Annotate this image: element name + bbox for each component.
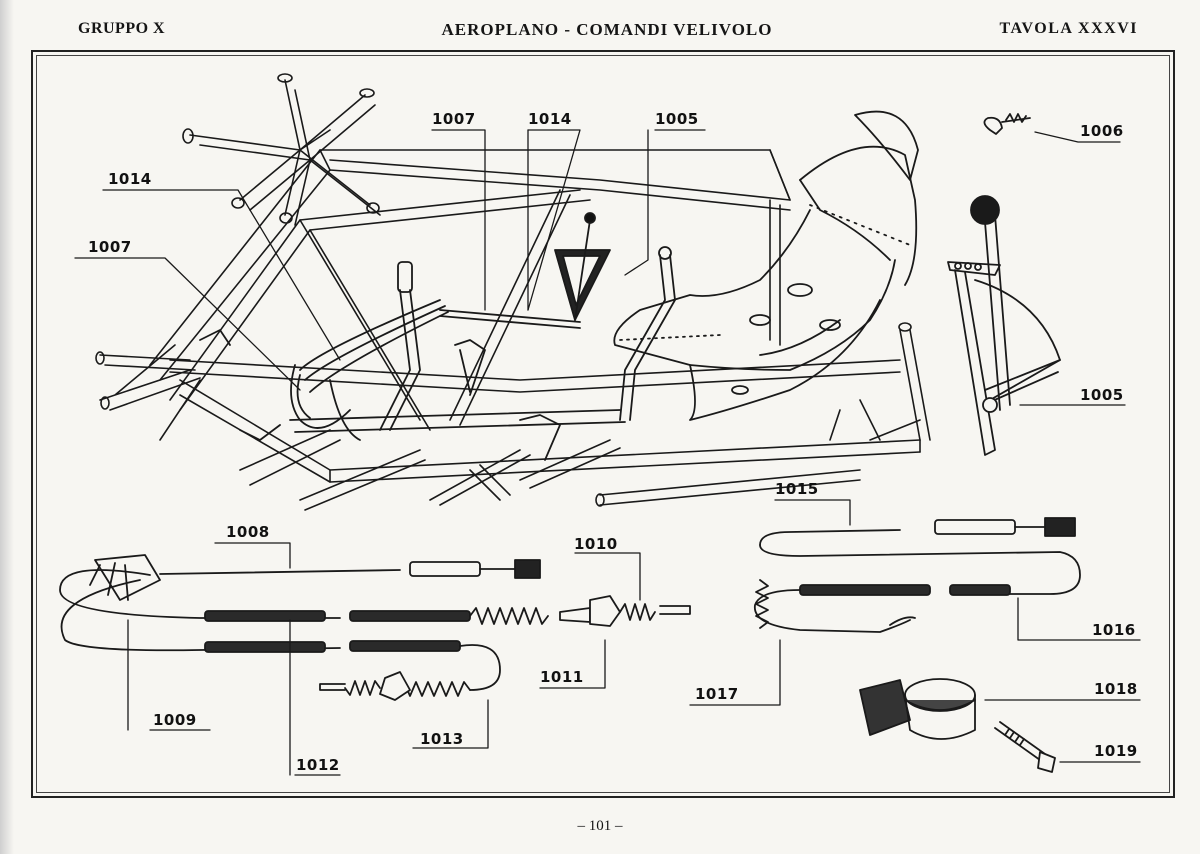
callout-1005-top: 1005 — [655, 110, 699, 128]
part-1018-clamp — [859, 678, 976, 740]
callout-1012: 1012 — [296, 756, 340, 774]
callout-1006: 1006 — [1080, 122, 1124, 140]
callout-1010: 1010 — [574, 535, 618, 553]
part-1019-bolt — [994, 721, 1056, 773]
callout-1008: 1008 — [226, 523, 270, 541]
callout-1017: 1017 — [695, 685, 739, 703]
part-1006-screw — [983, 113, 1031, 135]
callout-1011: 1011 — [540, 668, 584, 686]
callout-1013: 1013 — [420, 730, 464, 748]
callout-1007-left: 1007 — [88, 238, 132, 256]
plate-number: TAVOLA XXXVI — [999, 20, 1138, 37]
plate-title: AEROPLANO - COMANDI VELIVOLO — [441, 20, 773, 39]
scan-edge-shadow — [0, 0, 14, 854]
callout-1009: 1009 — [153, 711, 197, 729]
control-assembly — [199, 212, 676, 461]
cable-assembly-1015 — [754, 517, 1081, 633]
pilot-seat — [613, 110, 919, 421]
drawing-frame — [31, 50, 1175, 798]
part-1005-lever — [947, 195, 1061, 456]
cable-assembly-1008 — [59, 554, 691, 701]
callout-1018: 1018 — [1094, 680, 1138, 698]
callout-1014-top: 1014 — [528, 110, 572, 128]
callout-1016: 1016 — [1092, 621, 1136, 639]
fuselage-frame — [95, 73, 931, 511]
callout-1007-top: 1007 — [432, 110, 476, 128]
group-label: GRUPPO X — [78, 20, 166, 37]
callout-1019: 1019 — [1094, 742, 1138, 760]
leader-lines — [74, 129, 1141, 776]
page-number: – 101 – — [577, 818, 623, 834]
callout-1015: 1015 — [775, 480, 819, 498]
callout-1005-right: 1005 — [1080, 386, 1124, 404]
callout-1014-left: 1014 — [108, 170, 152, 188]
